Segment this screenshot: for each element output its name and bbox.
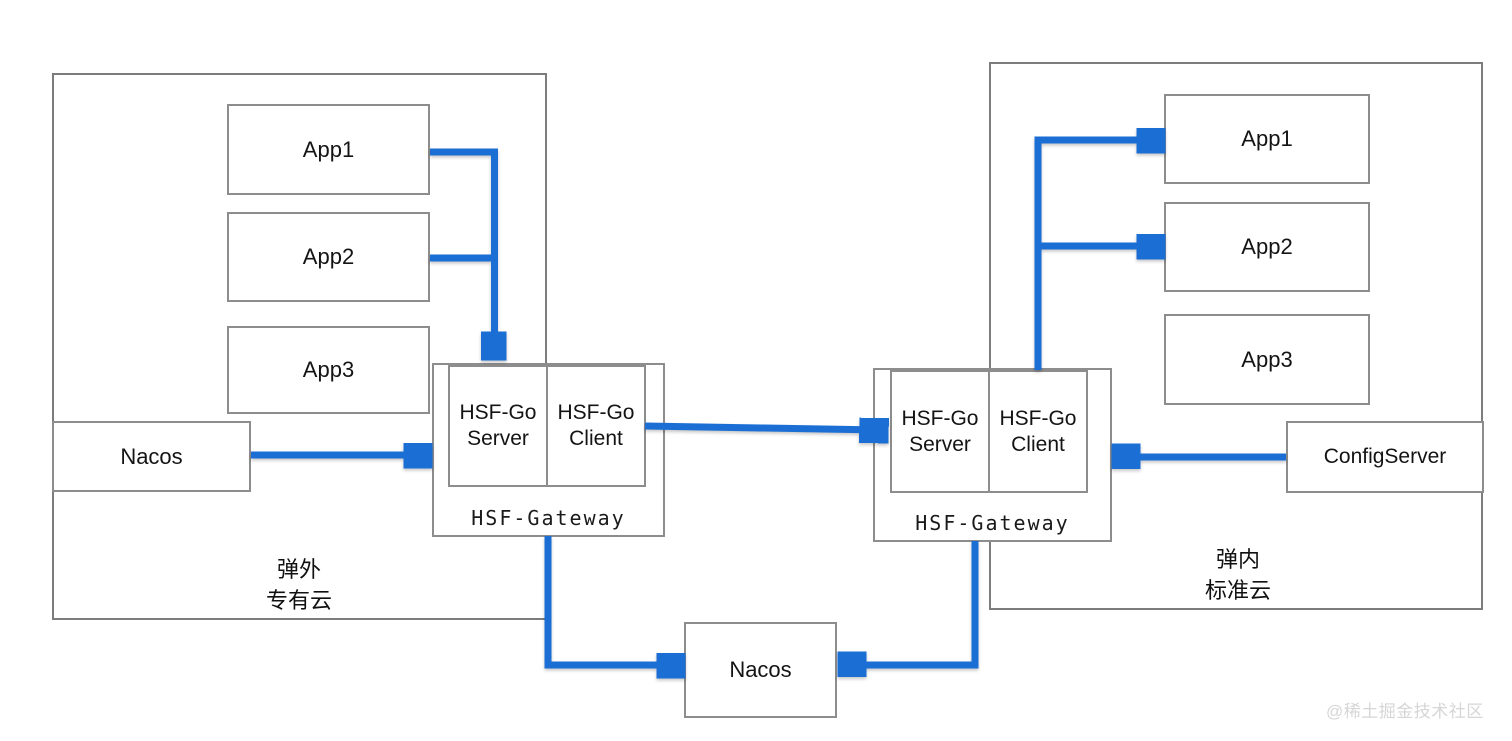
left-hsf-go-server-box: HSF-Go Server	[448, 365, 548, 487]
right-hsf-go-client-box: HSF-Go Client	[988, 370, 1088, 493]
right-hsf-go-server-box: HSF-Go Server	[890, 370, 990, 493]
left-nacos-box: Nacos	[52, 421, 251, 492]
left-app3-box: App3	[227, 326, 430, 414]
left-hsf-go-client-box: HSF-Go Client	[546, 365, 646, 487]
right-region-label-line2: 标准云	[1204, 578, 1271, 603]
arrow-left-gateway-to-shared-nacos	[544, 536, 678, 665]
left-app1-label: App1	[302, 136, 355, 162]
left-app1-box: App1	[227, 104, 430, 195]
right-region-label-line1: 弹内	[1215, 547, 1260, 572]
right-app3-box: App3	[1164, 314, 1370, 405]
left-app2-label: App2	[302, 244, 355, 270]
arrow-right-gateway-to-shared-nacos	[845, 541, 979, 665]
right-region-label: 弹内 标准云	[1138, 544, 1338, 606]
left-app2-box: App2	[227, 212, 430, 302]
right-app2-label: App2	[1241, 234, 1293, 260]
configserver-box: ConfigServer	[1286, 421, 1484, 493]
left-nacos-label: Nacos	[120, 443, 183, 469]
configserver-label: ConfigServer	[1323, 444, 1447, 468]
right-app3-label: App3	[1241, 346, 1293, 372]
left-region-label-line1: 弹外	[276, 557, 321, 582]
left-app3-label: App3	[302, 357, 355, 383]
left-region-label-line2: 专有云	[265, 588, 332, 613]
left-region-label: 弹外 专有云	[199, 554, 399, 616]
left-hsf-go-client-label: HSF-Go Client	[557, 401, 635, 450]
right-app1-label: App1	[1241, 126, 1293, 152]
watermark: @稀土掘金技术社区	[1326, 702, 1484, 721]
shared-nacos-box: Nacos	[684, 622, 837, 718]
shared-nacos-label: Nacos	[729, 657, 792, 683]
right-hsf-gateway-title: HSF-Gateway	[915, 511, 1070, 535]
right-app2-box: App2	[1164, 202, 1370, 292]
left-hsf-gateway-title: HSF-Gateway	[471, 506, 626, 530]
arrow-left-client-to-right-server	[644, 426, 881, 430]
right-app1-box: App1	[1164, 94, 1370, 184]
left-hsf-go-server-label: HSF-Go Server	[459, 401, 537, 450]
right-hsf-go-client-label: HSF-Go Client	[999, 406, 1077, 456]
right-hsf-go-server-label: HSF-Go Server	[901, 406, 979, 456]
